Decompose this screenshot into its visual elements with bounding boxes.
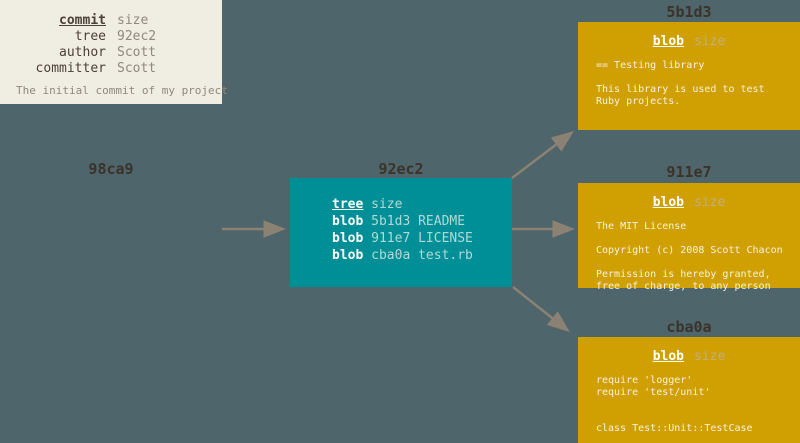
blob3-node-title: cba0a xyxy=(666,318,712,336)
arrow-tree-to-blob3 xyxy=(512,286,570,333)
commit-field-label: tree xyxy=(74,29,106,44)
commit-field-value: size xyxy=(117,13,149,28)
blob1-size: size xyxy=(694,34,726,49)
blob1-header: blob size xyxy=(578,22,800,49)
blob3-header: blob size xyxy=(578,337,800,364)
commit-fields: commit size tree 92ec2 author Scott comm… xyxy=(0,0,222,77)
commit-node-title: 98ca9 xyxy=(88,160,134,178)
blob2-node-title: 911e7 xyxy=(666,163,712,181)
commit-message: The initial commit of my project xyxy=(16,84,228,97)
blob1-node-title: 5b1d3 xyxy=(666,3,712,21)
arrow-tree-to-blob1 xyxy=(511,130,574,179)
tree-entry: blob 5b1d3 README xyxy=(332,213,512,230)
tree-entry-type: blob xyxy=(332,214,364,229)
commit-node: commit size tree 92ec2 author Scott comm… xyxy=(0,0,228,104)
blob2-content: The MIT License Copyright (c) 2008 Scott… xyxy=(596,221,783,292)
tree-entries: tree size blob 5b1d3 README blob 911e7 L… xyxy=(290,178,512,264)
commit-field-value: Scott xyxy=(117,45,157,60)
blob1-node: blob size == Testing library This library… xyxy=(578,22,800,130)
tree-node-title: 92ec2 xyxy=(378,160,424,178)
blob2-size: size xyxy=(694,195,726,210)
blob2-node: blob size The MIT License Copyright (c) 2… xyxy=(578,183,800,292)
tree-entry: blob cba0a test.rb xyxy=(332,247,512,264)
tree-entry-value: cba0a test.rb xyxy=(371,248,473,263)
tree-entry-type: blob xyxy=(332,248,364,263)
tree-entry: tree size xyxy=(332,196,512,213)
blob3-node: blob size require 'logger' require 'test/… xyxy=(578,337,800,443)
blob1-content: == Testing library This library is used … xyxy=(596,60,765,107)
tree-entry-value: 911e7 LICENSE xyxy=(371,231,473,246)
blob2-header: blob size xyxy=(578,183,800,210)
commit-field-value: 92ec2 xyxy=(117,29,157,44)
tree-entry: blob 911e7 LICENSE xyxy=(332,230,512,247)
tree-entry-type: tree xyxy=(332,197,364,212)
commit-field-label: commit xyxy=(59,13,106,28)
blob3-type: blob xyxy=(652,349,684,364)
blob2-type: blob xyxy=(652,195,684,210)
tree-entry-type: blob xyxy=(332,231,364,246)
tree-entry-value: size xyxy=(371,197,403,212)
commit-field-label: committer xyxy=(35,61,106,76)
blob3-content: require 'logger' require 'test/unit' cla… xyxy=(596,375,753,434)
commit-field-value: Scott xyxy=(117,61,157,76)
commit-field-label: author xyxy=(59,45,106,60)
tree-entry-value: 5b1d3 README xyxy=(371,214,466,229)
tree-node: tree size blob 5b1d3 README blob 911e7 L… xyxy=(290,178,512,287)
blob3-size: size xyxy=(694,349,726,364)
blob1-type: blob xyxy=(652,34,684,49)
